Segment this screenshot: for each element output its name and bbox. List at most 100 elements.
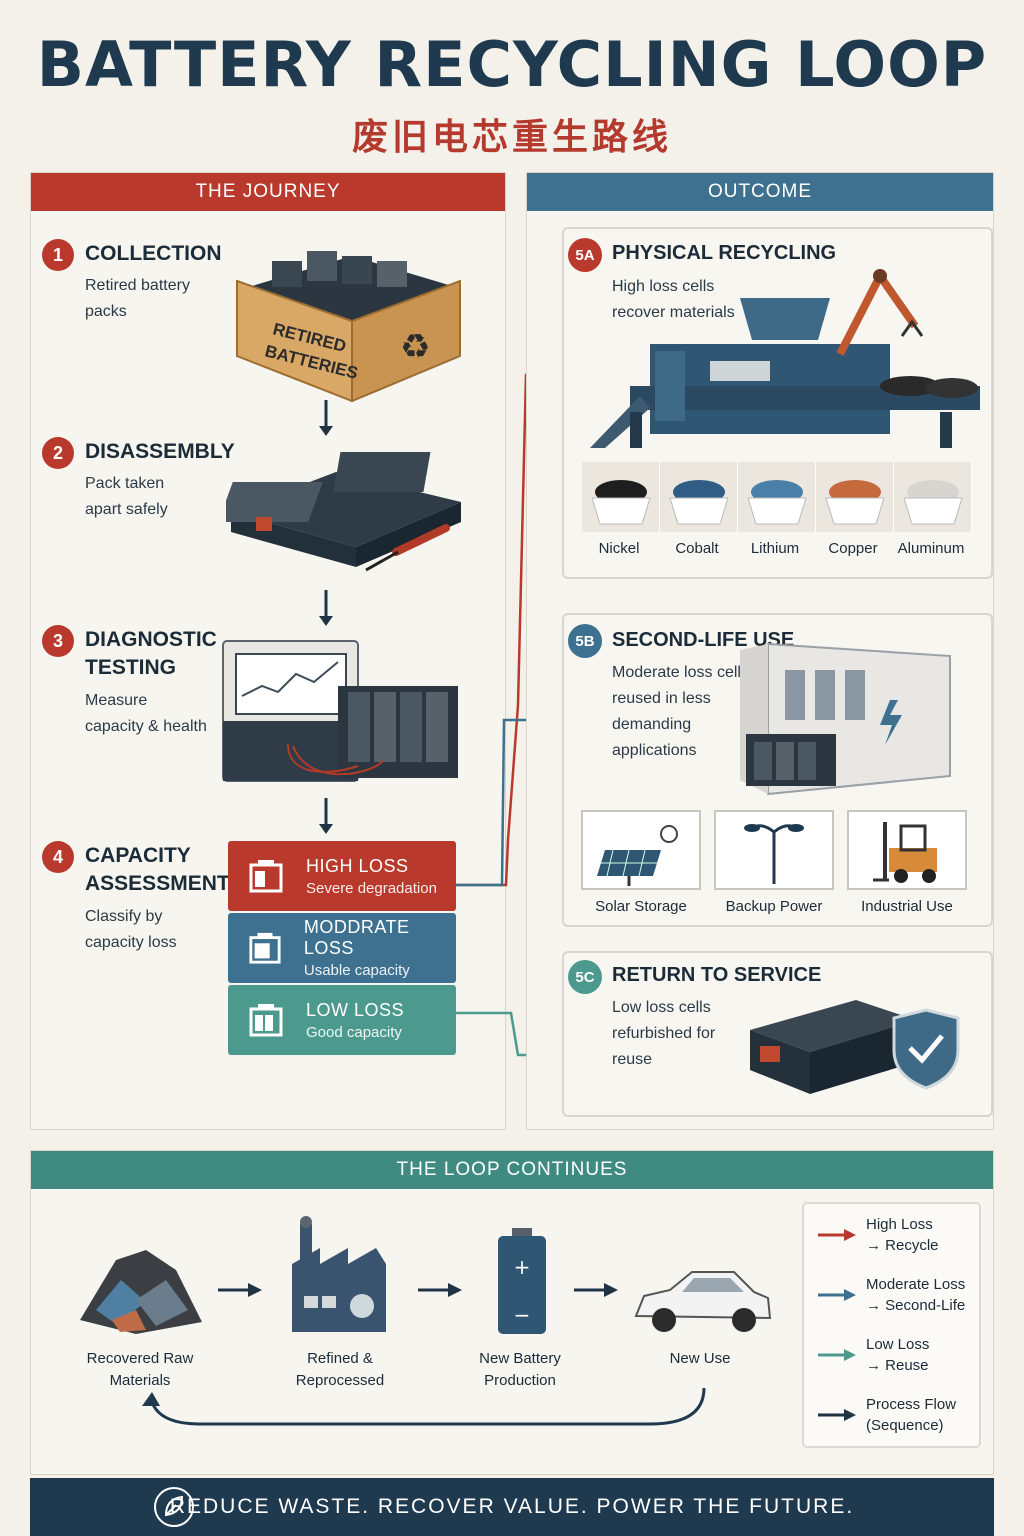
street-lamp-icon	[744, 824, 804, 884]
loop-stage-new-battery: New Battery Production	[479, 1350, 561, 1389]
legend-moderate-line2: → Second-Life	[866, 1297, 966, 1314]
step-number-1: 1	[42, 239, 74, 271]
legend-item-high-loss: High Loss → Recycle	[816, 1214, 939, 1256]
footer-banner: REDUCE WASTE. RECOVER VALUE. POWER THE F…	[30, 1478, 994, 1536]
battery-full-icon	[249, 1004, 283, 1037]
legend-item-moderate-loss: Moderate Loss → Second-Life	[816, 1274, 965, 1316]
return-to-service-desc: Low loss cells refurbished for reuse	[612, 999, 716, 1068]
industrial-use-box	[847, 810, 967, 890]
low-loss-title: LOW LOSS	[306, 999, 405, 1020]
backup-power-box	[714, 810, 834, 890]
app-label-backup: Backup Power	[725, 898, 823, 915]
app-label-industrial: Industrial Use	[861, 898, 953, 915]
aluminum-sample	[894, 462, 972, 532]
moderate-loss-title: MODDRATE LOSS	[303, 917, 410, 958]
legend-process-line1: Process Flow	[866, 1396, 957, 1413]
legend-item-low-loss: Low Loss→ Reuse	[816, 1334, 929, 1376]
page-subtitle: 废旧电芯重生路线	[351, 117, 672, 158]
legend-item-process-flow: Process Flow (Sequence)	[816, 1394, 956, 1436]
cobalt-sample	[660, 462, 738, 532]
loop-stage-raw-materials: Recovered Raw Materials	[86, 1350, 194, 1389]
step-title-diagnostic: DIAGNOSTIC TESTING	[85, 628, 217, 679]
refurbished-pack-illustration	[750, 1000, 960, 1094]
bowl-icon	[903, 480, 963, 525]
legend-high-line2: → Recycle	[866, 1237, 939, 1254]
legend-moderate-line1: Moderate Loss	[866, 1276, 966, 1293]
physical-recycling-title: PHYSICAL RECYCLING	[612, 242, 837, 264]
flow-arrow-down-2	[319, 590, 333, 626]
flow-arrow-down-3	[319, 798, 333, 834]
arrow-blue-icon	[818, 1289, 856, 1301]
legend-low-line2: → Reuse	[866, 1357, 929, 1374]
return-to-service-title: RETURN TO SERVICE	[612, 964, 822, 986]
journey-header: THE JOURNEY	[31, 173, 505, 211]
step-title-capacity: CAPACITY ASSESSMENT	[85, 844, 230, 895]
new-battery-illustration: + −	[498, 1228, 546, 1334]
arrow-teal-icon	[818, 1349, 856, 1361]
legend-process-line2: (Sequence)	[866, 1417, 944, 1434]
lightning-icon	[880, 700, 902, 745]
loop-header: THE LOOP CONTINUES	[31, 1151, 993, 1189]
solar-storage-box	[581, 810, 701, 890]
shield-check-icon	[892, 1008, 960, 1090]
bowl-icon	[825, 480, 885, 525]
car-illustration	[634, 1271, 772, 1332]
step-desc-disassembly: Pack taken apart safely	[85, 475, 168, 518]
shredder-machine-illustration	[590, 269, 980, 448]
outcome-header: OUTCOME	[527, 173, 993, 211]
moderate-loss-box: MODDRATE LOSS Usable capacity	[228, 913, 456, 983]
step-title-disassembly: DISASSEMBLY	[85, 440, 235, 463]
storage-container-illustration	[740, 642, 951, 796]
step-number-4: 4	[42, 841, 74, 873]
step-desc-capacity: Classify by capacity loss	[85, 908, 177, 951]
recycle-icon: ♻	[400, 328, 430, 366]
disassembled-pack-illustration	[226, 452, 461, 572]
low-loss-sub: Good capacity	[306, 1023, 402, 1041]
badge-5a: 5A	[568, 238, 602, 272]
material-label-cobalt: Cobalt	[675, 540, 719, 557]
high-loss-sub: Severe degradation	[306, 879, 437, 897]
legend-box: High Loss → Recycle Moderate Loss → Second…	[802, 1202, 981, 1448]
lithium-sample	[738, 462, 816, 532]
bowl-icon	[669, 480, 729, 525]
material-label-nickel: Nickel	[598, 540, 640, 557]
material-label-lithium: Lithium	[750, 540, 800, 557]
step-title-collection: COLLECTION	[85, 242, 222, 265]
material-label-copper: Copper	[828, 540, 878, 557]
factory-illustration	[292, 1216, 386, 1332]
arrow-dark-icon	[818, 1409, 856, 1421]
loop-stage-refined: Refined & Reprocessed	[295, 1350, 385, 1389]
step-desc-collection: Retired battery packs	[85, 277, 190, 320]
bowl-icon	[591, 480, 651, 525]
legend-high-line1: High Loss	[866, 1216, 933, 1233]
app-label-solar: Solar Storage	[595, 898, 687, 915]
bowl-icon	[747, 480, 807, 525]
high-loss-box: HIGH LOSS Severe degradation	[228, 841, 456, 911]
physical-recycling-desc: High loss cells recover materials	[612, 278, 735, 321]
badge-5c: 5C	[568, 960, 602, 994]
battery-low-icon	[249, 860, 283, 893]
badge-5b: 5B	[568, 624, 602, 658]
footer-slogan: REDUCE WASTE. RECOVER VALUE. POWER THE F…	[169, 1495, 855, 1518]
step-desc-diagnostic: Measure capacity & health	[85, 692, 207, 735]
retired-batteries-box-illustration: RETIRED BATTERIES ♻	[236, 251, 461, 402]
forklift-icon	[873, 822, 937, 883]
materials-labels: Nickel Cobalt Lithium Copper Aluminum	[580, 540, 970, 557]
second-life-desc: Moderate loss cells reused in less deman…	[612, 664, 749, 759]
high-loss-title: HIGH LOSS	[306, 855, 409, 876]
solar-panel-icon	[597, 825, 678, 886]
minus-sign: −	[514, 1303, 531, 1327]
loop-return-arrow	[142, 1387, 706, 1426]
copper-sample	[816, 462, 894, 532]
nickel-sample	[582, 462, 660, 532]
flow-arrow-down-1	[319, 400, 333, 436]
raw-materials-pile-illustration	[80, 1250, 202, 1334]
material-label-aluminum: Aluminum	[897, 540, 965, 557]
step-number-2: 2	[42, 437, 74, 469]
loop-flow-arrows	[218, 1283, 618, 1297]
moderate-loss-sub: Usable capacity	[303, 962, 410, 979]
second-life-title: SECOND-LIFE USE	[612, 629, 795, 651]
step-number-3: 3	[42, 625, 74, 657]
battery-half-icon	[249, 932, 281, 964]
page-title: BATTERY RECYCLING LOOP	[36, 28, 988, 101]
